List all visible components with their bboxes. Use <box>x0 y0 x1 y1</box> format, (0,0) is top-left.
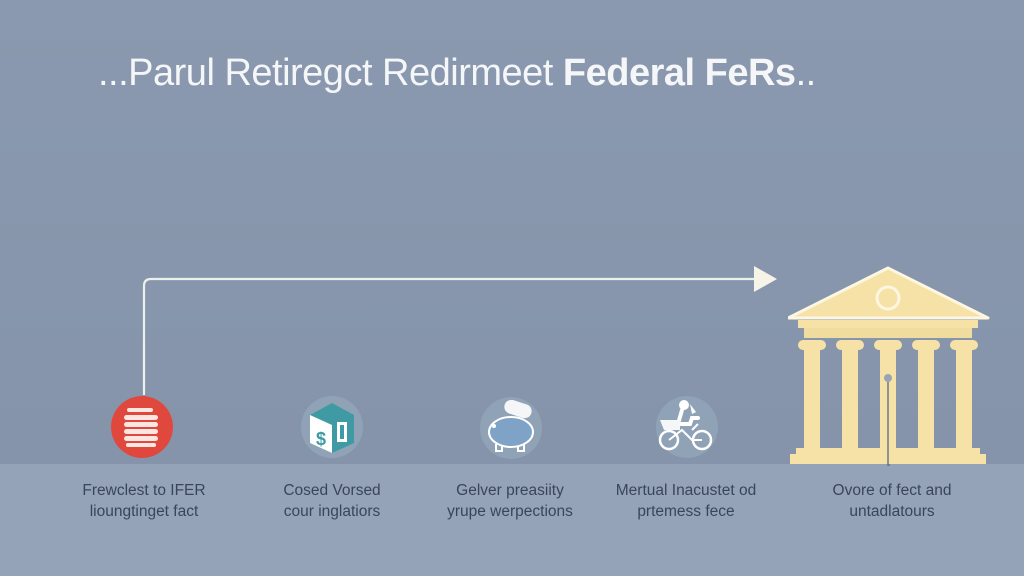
step-3-line-1: Gelver preasiity <box>456 482 564 499</box>
piggy-bank-icon <box>480 397 542 459</box>
title-suffix: .. <box>795 52 817 94</box>
title-bold: Federal FeRs <box>562 52 796 94</box>
step-1-line-1: Frewclest to IFER <box>82 482 206 499</box>
step-label-4: Mertual Inacustet od prtemess fece <box>586 480 786 522</box>
dollar-box-icon: $ <box>301 396 363 458</box>
coin-stack-icon <box>111 396 173 458</box>
step-4-line-1: Mertual Inacustet od <box>615 482 757 499</box>
step-label-3: Gelver preasiity yrupe werpections <box>410 480 610 522</box>
federal-building-icon <box>788 266 990 466</box>
step-2-line-2: cour inglatiors <box>283 503 381 520</box>
step-4-line-2: prtemess fece <box>637 503 735 520</box>
step-5-line-2: untadlatours <box>849 503 935 520</box>
step-label-5: Ovore of fect and untadlatours <box>792 480 992 522</box>
title-regular: ...Parul Retiregct Redirmeet <box>98 52 563 94</box>
label-band <box>0 464 1024 576</box>
page-title: ...Parul Retiregct Redirmeet Federal FeR… <box>98 52 816 95</box>
step-3-line-2: yrupe werpections <box>447 503 573 520</box>
step-5-line-1: Ovore of fect and <box>832 482 952 499</box>
person-bicycle-icon <box>656 396 718 458</box>
step-label-2: Cosed Vorsed cour inglatiors <box>232 480 432 522</box>
svg-text:$: $ <box>316 429 326 449</box>
step-2-line-1: Cosed Vorsed <box>283 482 381 499</box>
step-1-line-2: lioungtinget fact <box>89 503 199 520</box>
step-label-1: Frewclest to IFER lioungtinget fact <box>44 480 244 522</box>
